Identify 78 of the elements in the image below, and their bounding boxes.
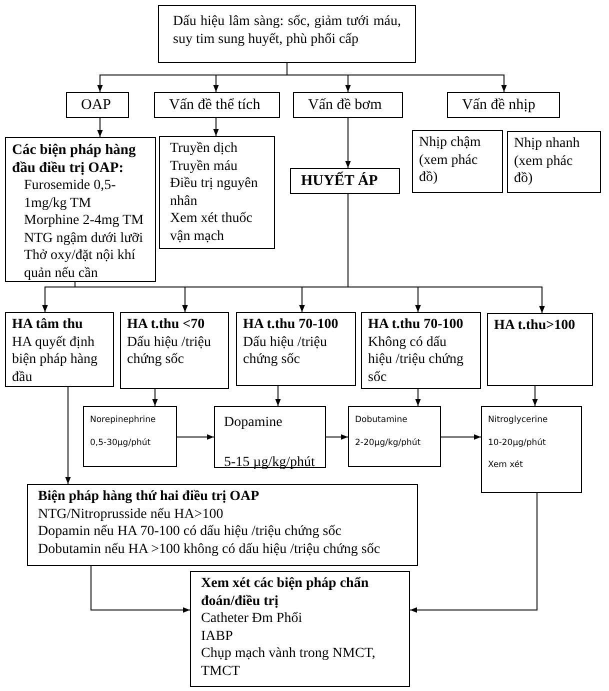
box-text: Dopamin nếu HA 70-100 có dấu hiệu /triệu chứng sốc <box>37 523 342 540</box>
dose-text: Xem xét <box>488 460 524 471</box>
box-title: HA t.thu 70-100 <box>368 316 464 334</box>
dose-text: 10-20µg/phút <box>488 438 547 448</box>
treatment-box <box>5 137 156 282</box>
box-text: Nhịp nhanh (xem phác đồ) <box>514 135 581 188</box>
box-title: HA t.thu <70 <box>127 316 206 334</box>
box-title: HA t.thu 70-100 <box>243 316 340 334</box>
box-title: Xem xét các biện pháp chẩn đoán/điều trị <box>200 575 370 610</box>
box-text: Chụp mạch vành trong NMCT, TMCT <box>200 645 376 680</box>
drug-box <box>83 406 177 467</box>
box-text: Catheter Đm Phổi <box>200 610 304 628</box>
box-text: Vấn đề nhịp <box>461 96 536 115</box>
decision-box <box>120 312 229 389</box>
box-text: Dấu hiệu /triệu chứng sốc <box>127 334 212 368</box>
treatment-box <box>159 136 275 249</box>
arrow <box>415 388 421 406</box>
box-text: Nhịp chậm (xem phác đồ) <box>419 134 482 186</box>
list-item: NTG ngậm dưới lưỡi <box>23 230 144 248</box>
drug-box <box>214 406 326 468</box>
arrow <box>152 388 158 406</box>
box-title: HA t.thu>100 <box>494 317 576 334</box>
box-text: Dấu hiệu lâm sàng: sốc, giảm tưới máu, suy tim sung huyết, phù phổi cấp <box>172 13 402 48</box>
drug-name: Nitroglycerine <box>488 415 549 426</box>
arrow <box>410 492 538 613</box>
arrow <box>275 386 281 406</box>
decision-box <box>507 131 601 193</box>
box-text: Dopamine <box>223 414 284 432</box>
category-box <box>447 92 560 118</box>
arrow <box>176 434 214 440</box>
box-title: HA tâm thu <box>12 316 84 334</box>
arrow <box>213 118 219 136</box>
drug-name: Dobutamine <box>355 415 408 426</box>
list-item: Thở oxy/đặt nội khí quản nếu cần <box>23 247 136 282</box>
box-text: Dấu hiệu /triệu chứng sốc <box>243 334 328 368</box>
process-box <box>290 168 400 194</box>
box-title: Biện pháp hàng thứ hai điều trị OAP <box>37 488 260 506</box>
box-text: IABP <box>200 628 234 645</box>
arrow <box>90 566 190 613</box>
decision-box <box>5 312 114 387</box>
treatment-box <box>27 484 418 566</box>
category-box <box>154 92 280 118</box>
list-item: Điều trị nguyên nhân <box>169 175 259 210</box>
decision-box <box>361 312 481 389</box>
box-text: Dobutamin nếu HA >100 không có dấu hiệu /triệu chứng sốc <box>37 540 382 558</box>
box-text: Không có dấu hiệu /triệu chứng sốc <box>368 334 464 386</box>
list-item: Morphine 2-4mg TM <box>23 212 145 230</box>
process-box <box>158 5 416 63</box>
list-item: Xem xét thuốc vận mạch <box>169 210 254 245</box>
category-box <box>66 92 129 118</box>
decision-box <box>236 312 356 386</box>
box-text: OAP <box>80 96 112 115</box>
drug-name: Norepinephrine <box>90 415 157 426</box>
arrow <box>97 118 103 138</box>
drug-box <box>348 406 441 467</box>
box-text: Vấn đề thể tích <box>168 96 262 115</box>
box-text: HA quyết định biện pháp hàng đầu <box>12 334 99 386</box>
decision-box <box>412 130 503 193</box>
list-item: Truyền máu <box>169 158 239 175</box>
decision-box <box>487 313 593 386</box>
arrow <box>326 434 348 440</box>
box-title: Các biện pháp hàng đầu điều trị OAP: <box>12 141 137 178</box>
box-text: Vấn đề bơm <box>307 96 383 115</box>
drug-box <box>481 406 582 493</box>
box-text: 5-15 µg/kg/phút <box>223 454 316 472</box>
box-text: NTG/Nitroprusside nếu HA>100 <box>37 506 224 523</box>
arrow <box>65 386 71 484</box>
arrow <box>345 118 351 168</box>
list-item: Truyền dịch <box>169 140 239 158</box>
list-item: Furosemide 0,5-1mg/kg TM <box>23 177 117 212</box>
treatment-box <box>190 571 410 687</box>
dose-text: 0,5-30µg/phút <box>90 438 152 448</box>
box-title: HUYẾT ÁP <box>300 172 379 191</box>
category-box <box>293 92 403 118</box>
arrow <box>286 62 507 92</box>
arrow <box>440 434 482 440</box>
arrow <box>532 386 538 406</box>
dose-text: 2-20µg/kg/phút <box>355 438 422 448</box>
